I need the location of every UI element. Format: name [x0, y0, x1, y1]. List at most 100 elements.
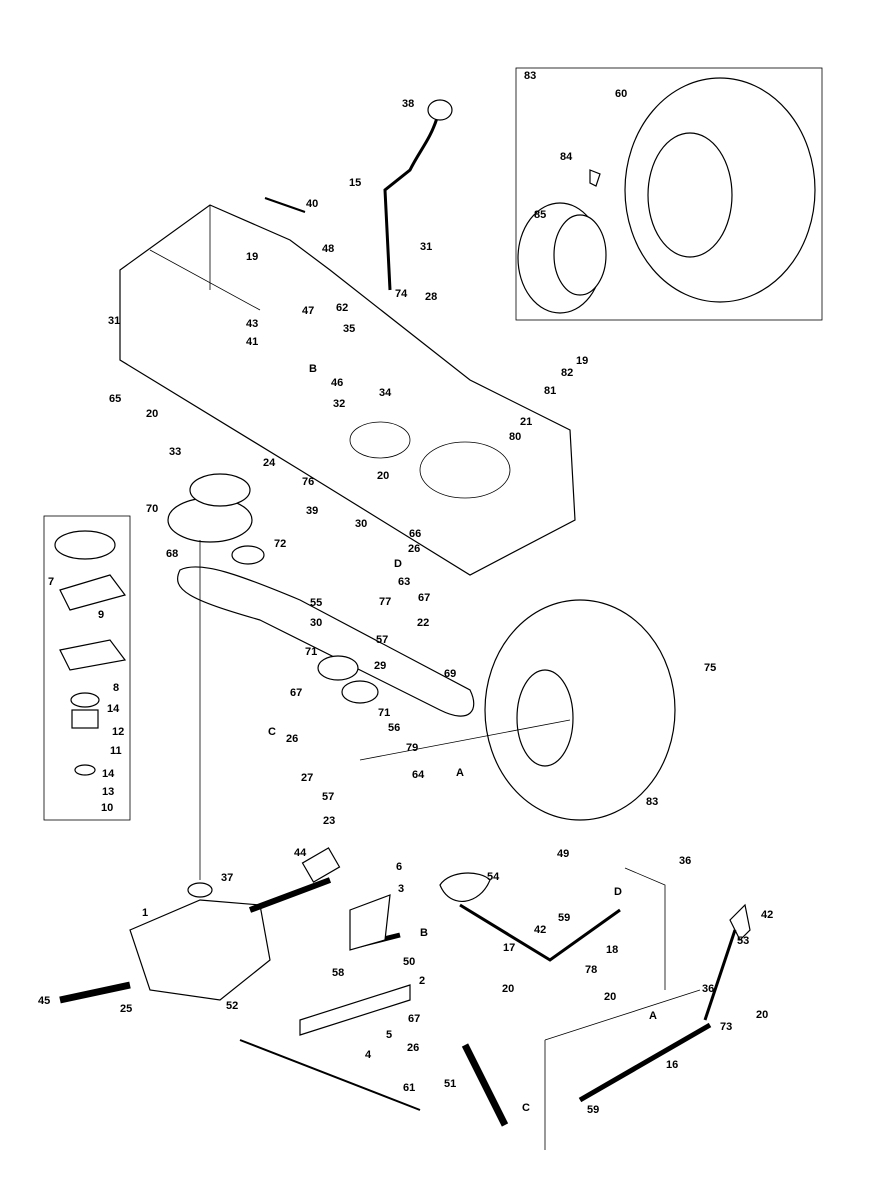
callout-label: 72	[274, 538, 286, 550]
callout-label: 71	[378, 707, 390, 719]
callout-label: 67	[418, 592, 430, 604]
callout-label: 20	[502, 983, 514, 995]
callout-label: 29	[374, 660, 386, 672]
callout-label: 35	[343, 323, 355, 335]
callout-label: 43	[246, 318, 258, 330]
callout-label: 4	[365, 1049, 372, 1061]
callout-label: 23	[323, 815, 335, 827]
shaft-16	[578, 1022, 712, 1103]
pulley-assembly	[54, 530, 127, 776]
callout-label: 42	[534, 924, 546, 936]
frame	[119, 204, 576, 576]
callout-label: 65	[109, 393, 121, 405]
wheel-inset-box	[515, 67, 823, 321]
callout-label: 77	[379, 596, 391, 608]
callout-label: 30	[355, 518, 367, 530]
callout-label: 11	[110, 745, 122, 757]
callout-label: 26	[407, 1042, 419, 1054]
callout-label: 44	[294, 847, 307, 859]
callout-label: 59	[558, 912, 570, 924]
callout-label: 52	[226, 1000, 238, 1012]
shift-lever	[383, 117, 439, 291]
callout-label: 31	[420, 241, 432, 253]
callout-label: 28	[425, 291, 437, 303]
callout-label: 85	[534, 209, 546, 221]
callout-label: 56	[388, 722, 400, 734]
callout-label: 10	[101, 802, 113, 814]
engine-pulley	[167, 473, 265, 565]
callout-label: 79	[406, 742, 418, 754]
callout-label: 82	[561, 367, 573, 379]
callout-label: 27	[301, 772, 313, 784]
callout-label: 57	[376, 634, 388, 646]
callout-label: 75	[704, 662, 716, 674]
callout-label: 17	[503, 942, 515, 954]
sleeve-44	[301, 847, 341, 883]
guide-line-axle	[359, 719, 571, 761]
callout-label: 38	[402, 98, 414, 110]
callout-label: 73	[720, 1021, 732, 1033]
callout-label: 40	[306, 198, 318, 210]
callout-label: 66	[409, 528, 421, 540]
idler-pulley	[317, 655, 359, 681]
transaxle	[59, 877, 332, 1004]
callout-label: 8	[113, 682, 119, 694]
callout-label: 26	[408, 543, 420, 555]
drive-belt	[177, 566, 475, 717]
callout-label: 31	[108, 315, 120, 327]
spring-51	[461, 1043, 509, 1127]
callout-label: 13	[102, 786, 114, 798]
callout-label: 83	[524, 70, 536, 82]
callout-label: 67	[408, 1013, 420, 1025]
callout-label: 42	[761, 909, 773, 921]
pulley-inset-box	[43, 515, 131, 821]
callout-label: 57	[322, 791, 334, 803]
callout-label: 46	[331, 377, 343, 389]
callout-label: 6	[396, 861, 402, 873]
callout-label: 83	[646, 796, 658, 808]
callout-label: A	[649, 1010, 657, 1022]
callout-label: 84	[560, 151, 573, 163]
guide-lines	[544, 867, 701, 1150]
callout-label: 19	[576, 355, 588, 367]
callout-label: 33	[169, 446, 181, 458]
callout-label: 71	[305, 646, 317, 658]
callout-label: B	[420, 927, 428, 939]
callout-label: A	[456, 767, 464, 779]
callout-label: 16	[666, 1059, 678, 1071]
callout-label: 69	[444, 668, 456, 680]
callout-label: 81	[544, 385, 556, 397]
callout-label: 53	[737, 935, 749, 947]
rod-61	[239, 1039, 421, 1111]
callout-label: 18	[606, 944, 618, 956]
rod-40	[264, 197, 306, 213]
callout-label: 24	[263, 457, 276, 469]
callout-label: 12	[112, 726, 124, 738]
callout-label: C	[268, 726, 276, 738]
callout-label: 68	[166, 548, 178, 560]
callout-label: 2	[419, 975, 425, 987]
callout-label: 48	[322, 243, 334, 255]
callout-label: 76	[302, 476, 314, 488]
callout-label: 20	[146, 408, 158, 420]
shift-knob	[427, 99, 453, 121]
callout-label: 36	[679, 855, 691, 867]
callout-label: 22	[417, 617, 429, 629]
callout-label: 49	[557, 848, 569, 860]
pedal-arm	[703, 929, 737, 1021]
callout-label: 45	[38, 995, 50, 1007]
callout-label: C	[522, 1102, 530, 1114]
callout-label: 58	[332, 967, 344, 979]
callout-label: 41	[246, 336, 258, 348]
callout-label: 20	[756, 1009, 768, 1021]
callout-label: 50	[403, 956, 415, 968]
callout-label: 25	[120, 1003, 132, 1015]
callout-label: 70	[146, 503, 158, 515]
callout-label: 60	[615, 88, 627, 100]
bracket-2	[299, 984, 411, 1036]
callout-label: 54	[487, 871, 500, 883]
callout-label: 37	[221, 872, 233, 884]
bracket-3	[349, 894, 391, 951]
